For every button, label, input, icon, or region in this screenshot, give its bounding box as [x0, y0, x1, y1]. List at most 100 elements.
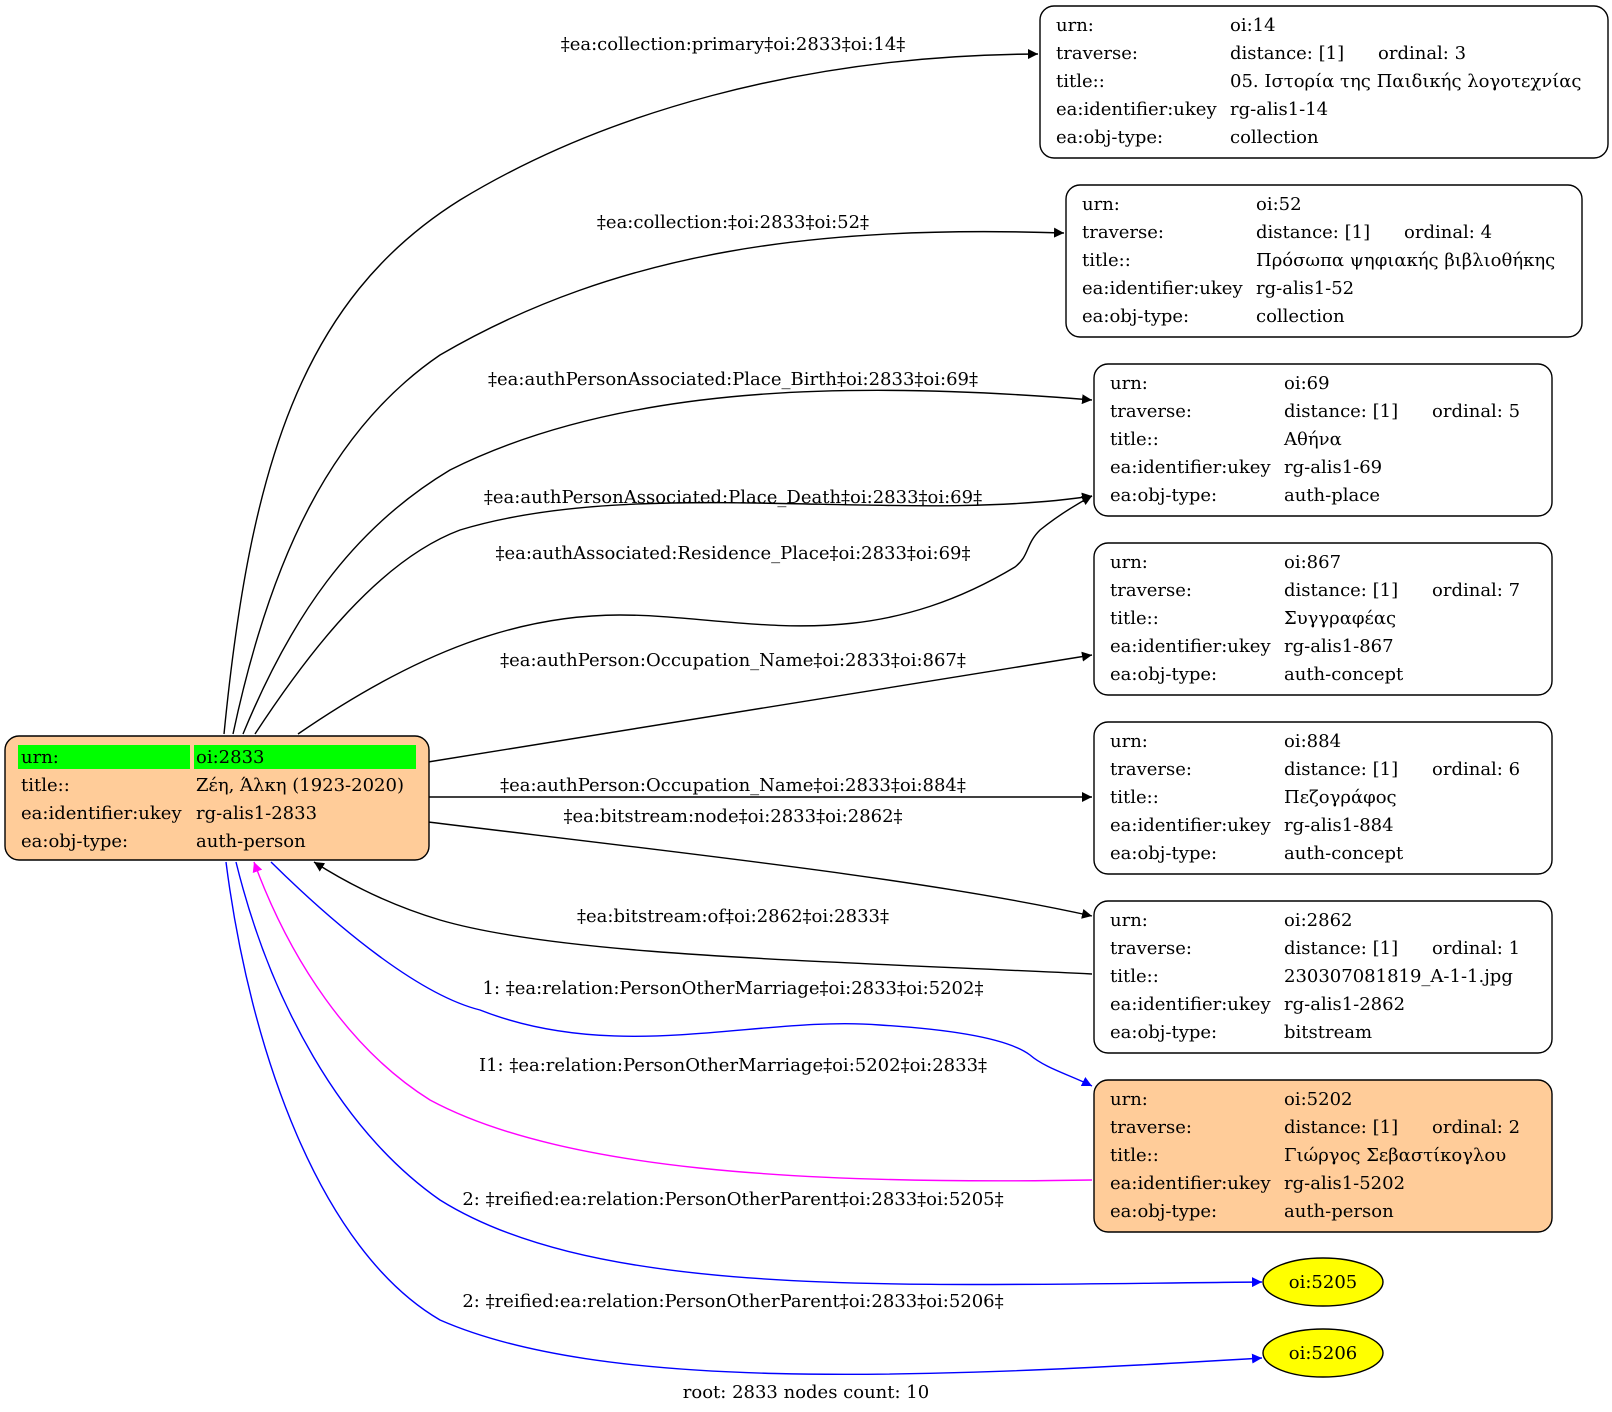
- edge-line: [270, 861, 1093, 1087]
- edge-label: ‡ea:collection:primary‡oi:2833‡oi:14‡: [561, 34, 906, 55]
- row-key-obj-type: ea:obj-type:: [1110, 664, 1217, 685]
- row-value-obj-type: bitstream: [1284, 1022, 1372, 1043]
- row-value-ukey: rg-alis1-2862: [1284, 994, 1405, 1015]
- row-value-title: 230307081819_A-1-1.jpg: [1284, 966, 1513, 987]
- record-node-box: [1093, 363, 1553, 517]
- edge-label: ‡ea:authPersonAssociated:Place_Birth‡oi:…: [488, 369, 978, 390]
- row-key-traverse: traverse:: [1110, 759, 1192, 780]
- row-value-ukey: rg-alis1-867: [1284, 636, 1394, 657]
- row-key-traverse: traverse:: [1056, 43, 1138, 64]
- row-key-urn: urn:: [1110, 552, 1148, 573]
- row-value-distance: distance: [1]: [1256, 222, 1370, 243]
- row-key-obj-type: ea:obj-type:: [1110, 1201, 1217, 1222]
- edge-bitstream-node: ‡ea:bitstream:node‡oi:2833‡oi:2862‡: [427, 806, 1093, 919]
- edge-line: [313, 861, 1093, 975]
- row-value-ordinal: ordinal: 5: [1432, 401, 1520, 422]
- ellipse-node-label: oi:5206: [1289, 1343, 1357, 1364]
- row-key-urn: urn:: [1110, 373, 1148, 394]
- root-objtype-value: auth-person: [196, 831, 306, 852]
- edge-label: ‡ea:authAssociated:Residence_Place‡oi:28…: [495, 543, 970, 564]
- row-value-distance: distance: [1]: [1284, 401, 1398, 422]
- edge-label: ‡ea:bitstream:of‡oi:2862‡oi:2833‡: [577, 906, 889, 927]
- edge-line: [235, 861, 1263, 1288]
- row-key-obj-type: ea:obj-type:: [1056, 127, 1163, 148]
- edge-occupation-867: ‡ea:authPerson:Occupation_Name‡oi:2833‡o…: [427, 650, 1093, 763]
- record-nodes: urn: oi:14 traverse: distance: [1] ordinal: …: [1039, 5, 1609, 1233]
- record-node-box: [1039, 5, 1609, 159]
- edge-other-marriage-inverse: I1: ‡ea:relation:PersonOtherMarriage‡oi:…: [252, 861, 1093, 1182]
- edge-label: ‡ea:bitstream:node‡oi:2833‡oi:2862‡: [563, 806, 902, 827]
- row-value-title: Συγγραφέας: [1284, 608, 1396, 629]
- row-value-obj-type: auth-place: [1284, 485, 1380, 506]
- row-value-title: Γιώργος Σεβαστίκογλου: [1284, 1145, 1506, 1166]
- row-key-urn: urn:: [1110, 910, 1148, 931]
- row-value-distance: distance: [1]: [1284, 938, 1398, 959]
- ellipse-node-oi-5205[interactable]: oi:5205: [1262, 1257, 1384, 1307]
- node-oi-884[interactable]: urn: oi:884 traverse: distance: [1] ordinal:…: [1093, 721, 1553, 875]
- row-value-obj-type: auth-person: [1284, 1201, 1394, 1222]
- row-key-ukey: ea:identifier:ukey: [1082, 278, 1243, 299]
- edge-label: ‡ea:authPerson:Occupation_Name‡oi:2833‡o…: [500, 775, 966, 796]
- edge-line: [232, 227, 1065, 735]
- row-value-ordinal: ordinal: 6: [1432, 759, 1520, 780]
- row-value-ordinal: ordinal: 1: [1432, 938, 1520, 959]
- edge-line: [223, 49, 1039, 735]
- row-value-distance: distance: [1]: [1284, 580, 1398, 601]
- row-key-obj-type: ea:obj-type:: [1110, 843, 1217, 864]
- edge-line: [427, 651, 1093, 763]
- row-value-ukey: rg-alis1-52: [1256, 278, 1354, 299]
- root-urn-key-highlight: [18, 745, 190, 769]
- edge-collection-primary: ‡ea:collection:primary‡oi:2833‡oi:14‡: [223, 34, 1039, 735]
- row-key-title: title::: [1082, 250, 1131, 271]
- edge-residence-place: ‡ea:authAssociated:Residence_Place‡oi:28…: [297, 495, 1093, 735]
- edge-line: [254, 492, 1093, 735]
- row-value-distance: distance: [1]: [1284, 1117, 1398, 1138]
- root-ukey-value: rg-alis1-2833: [196, 803, 317, 824]
- row-value-obj-type: collection: [1230, 127, 1319, 148]
- edge-other-marriage: 1: ‡ea:relation:PersonOtherMarriage‡oi:2…: [270, 861, 1093, 1087]
- record-node-box: [1065, 184, 1583, 338]
- row-value-urn: oi:884: [1284, 731, 1341, 752]
- row-value-ordinal: ordinal: 2: [1432, 1117, 1520, 1138]
- root-node[interactable]: urn: oi:2833 title:: Ζέη, Άλκη (1923-202…: [4, 735, 430, 861]
- row-key-title: title::: [1110, 429, 1159, 450]
- edges: ‡ea:collection:primary‡oi:2833‡oi:14‡ ‡e…: [223, 34, 1263, 1376]
- row-key-ukey: ea:identifier:ukey: [1056, 99, 1217, 120]
- row-value-ukey: rg-alis1-884: [1284, 815, 1394, 836]
- record-node-box: [1093, 721, 1553, 875]
- record-node-box: [1093, 900, 1553, 1054]
- row-value-distance: distance: [1]: [1284, 759, 1398, 780]
- row-value-distance: distance: [1]: [1230, 43, 1344, 64]
- row-value-urn: oi:52: [1256, 194, 1302, 215]
- row-value-urn: oi:14: [1230, 15, 1276, 36]
- edge-label: 2: ‡reified:ea:relation:PersonOtherParen…: [462, 1291, 1003, 1312]
- record-node-box: [1093, 542, 1553, 696]
- root-title-value: Ζέη, Άλκη (1923-2020): [196, 775, 404, 796]
- row-key-title: title::: [1110, 608, 1159, 629]
- row-key-urn: urn:: [1110, 731, 1148, 752]
- root-urn-key: urn:: [21, 747, 59, 768]
- edge-line: [225, 861, 1263, 1376]
- row-key-ukey: ea:identifier:ukey: [1110, 636, 1271, 657]
- ellipse-node-oi-5206[interactable]: oi:5206: [1262, 1328, 1384, 1378]
- row-key-title: title::: [1110, 1145, 1159, 1166]
- root-ukey-key: ea:identifier:ukey: [21, 803, 182, 824]
- row-key-urn: urn:: [1056, 15, 1094, 36]
- row-key-ukey: ea:identifier:ukey: [1110, 815, 1271, 836]
- row-key-title: title::: [1110, 787, 1159, 808]
- edge-place-birth: ‡ea:authPersonAssociated:Place_Birth‡oi:…: [242, 369, 1093, 735]
- edge-place-death: ‡ea:authPersonAssociated:Place_Death‡oi:…: [254, 487, 1093, 735]
- root-urn-value: oi:2833: [196, 747, 264, 768]
- edge-parent-5205: 2: ‡reified:ea:relation:PersonOtherParen…: [235, 861, 1263, 1288]
- row-value-urn: oi:69: [1284, 373, 1330, 394]
- row-key-traverse: traverse:: [1110, 938, 1192, 959]
- ellipse-node-label: oi:5205: [1289, 1272, 1357, 1293]
- edge-bitstream-of: ‡ea:bitstream:of‡oi:2862‡oi:2833‡: [313, 861, 1093, 975]
